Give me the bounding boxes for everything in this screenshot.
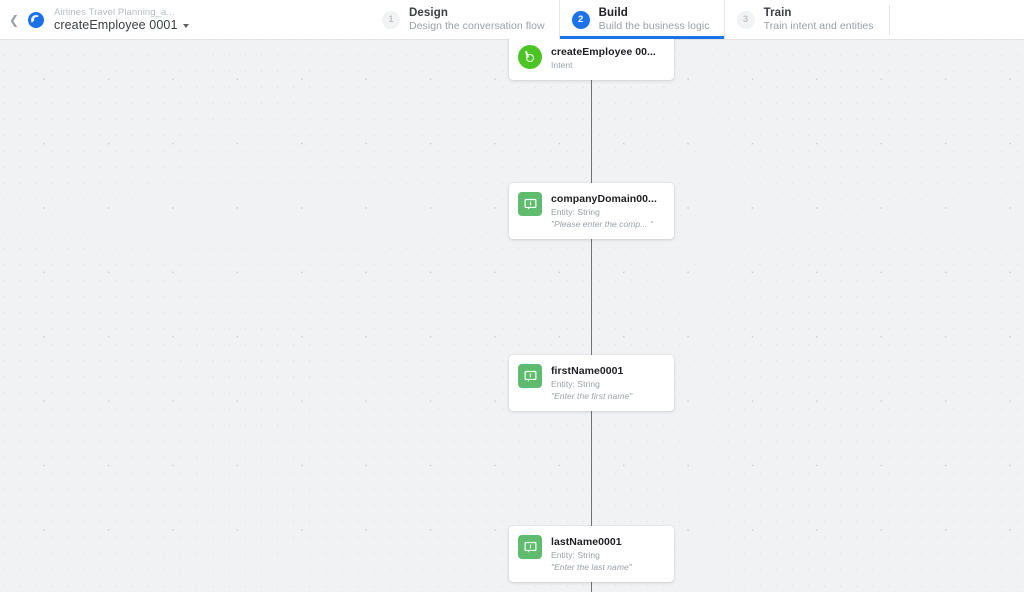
step-title-build: Build [598,6,628,19]
connector-1-2 [591,76,592,201]
intent-bubble-icon [518,45,542,69]
step-subtitle-design: Design the conversation flow [409,19,545,32]
entity-message-icon [518,535,542,559]
node-body-entity-firstname: firstName0001 Entity: String "Enter the … [551,364,664,402]
breadcrumb-current-wrap[interactable]: createEmployee 0001 [54,18,189,33]
step-number-3: 3 [736,10,755,29]
step-subtitle-train: Train intent and entities [763,19,874,32]
node-card-entity-companydomain[interactable]: companyDomain00... Entity: String "Pleas… [509,183,674,239]
node-card-entity-firstname[interactable]: firstName0001 Entity: String "Enter the … [509,355,674,411]
flow-canvas[interactable]: createEmployee 00... Intent companyDomai… [0,39,1024,592]
node-title: companyDomain00... [551,193,657,205]
node-body-entity-lastname: lastName0001 Entity: String "Enter the l… [551,535,664,573]
step-text-train: Train Train intent and entities [764,7,874,33]
node-title: firstName0001 [551,365,624,377]
step-title-train: Train [763,6,792,19]
entity-message-icon [518,364,542,388]
node-prompt: "Enter the first name" [551,391,633,401]
step-title-design: Design [409,6,448,19]
node-body-entity-companydomain: companyDomain00... Entity: String "Pleas… [551,192,664,230]
node-subtitle: Entity: String [551,379,600,389]
tab-train[interactable]: 3 Train Train intent and entities [725,0,888,39]
step-number-2: 2 [571,10,590,29]
breadcrumb-current-label: createEmployee 0001 [54,17,178,32]
app-header: ❮ Airlines Travel Planning_a... createEm… [0,0,1024,39]
step-subtitle-build: Build the business logic [598,19,710,32]
node-card-entity-lastname[interactable]: lastName0001 Entity: String "Enter the l… [509,526,674,582]
bot-avatar-icon [28,11,44,28]
entity-message-icon [518,192,542,216]
wizard-steps: 1 Design Design the conversation flow 2 … [370,0,890,39]
node-prompt: "Enter the last name" [551,562,632,572]
steps-divider [888,4,890,35]
step-text-build: Build Build the business logic [599,7,710,33]
node-title: lastName0001 [551,536,622,548]
node-subtitle: Intent [551,60,573,70]
node-card-intent[interactable]: createEmployee 00... Intent [509,39,674,80]
node-subtitle: Entity: String [551,207,600,217]
connector-3-4 [591,396,592,537]
node-title: createEmployee 00... [551,46,656,58]
node-prompt: "Please enter the comp... " [551,219,653,229]
header-left-group: ❮ Airlines Travel Planning_a... createEm… [0,0,189,39]
step-number-1: 1 [382,10,400,29]
chevron-down-icon[interactable] [182,24,189,28]
step-text-design: Design Design the conversation flow [409,7,545,33]
back-chevron-icon[interactable]: ❮ [8,12,20,27]
node-body-intent: createEmployee 00... Intent [551,45,664,71]
tab-build[interactable]: 2 Build Build the business logic [558,0,725,39]
node-subtitle: Entity: String [551,550,600,560]
tab-design[interactable]: 1 Design Design the conversation flow [370,0,559,39]
connector-2-3 [591,225,592,366]
breadcrumb-parent[interactable]: Airlines Travel Planning_a... [54,6,175,18]
breadcrumb: Airlines Travel Planning_a... createEmpl… [54,0,189,39]
